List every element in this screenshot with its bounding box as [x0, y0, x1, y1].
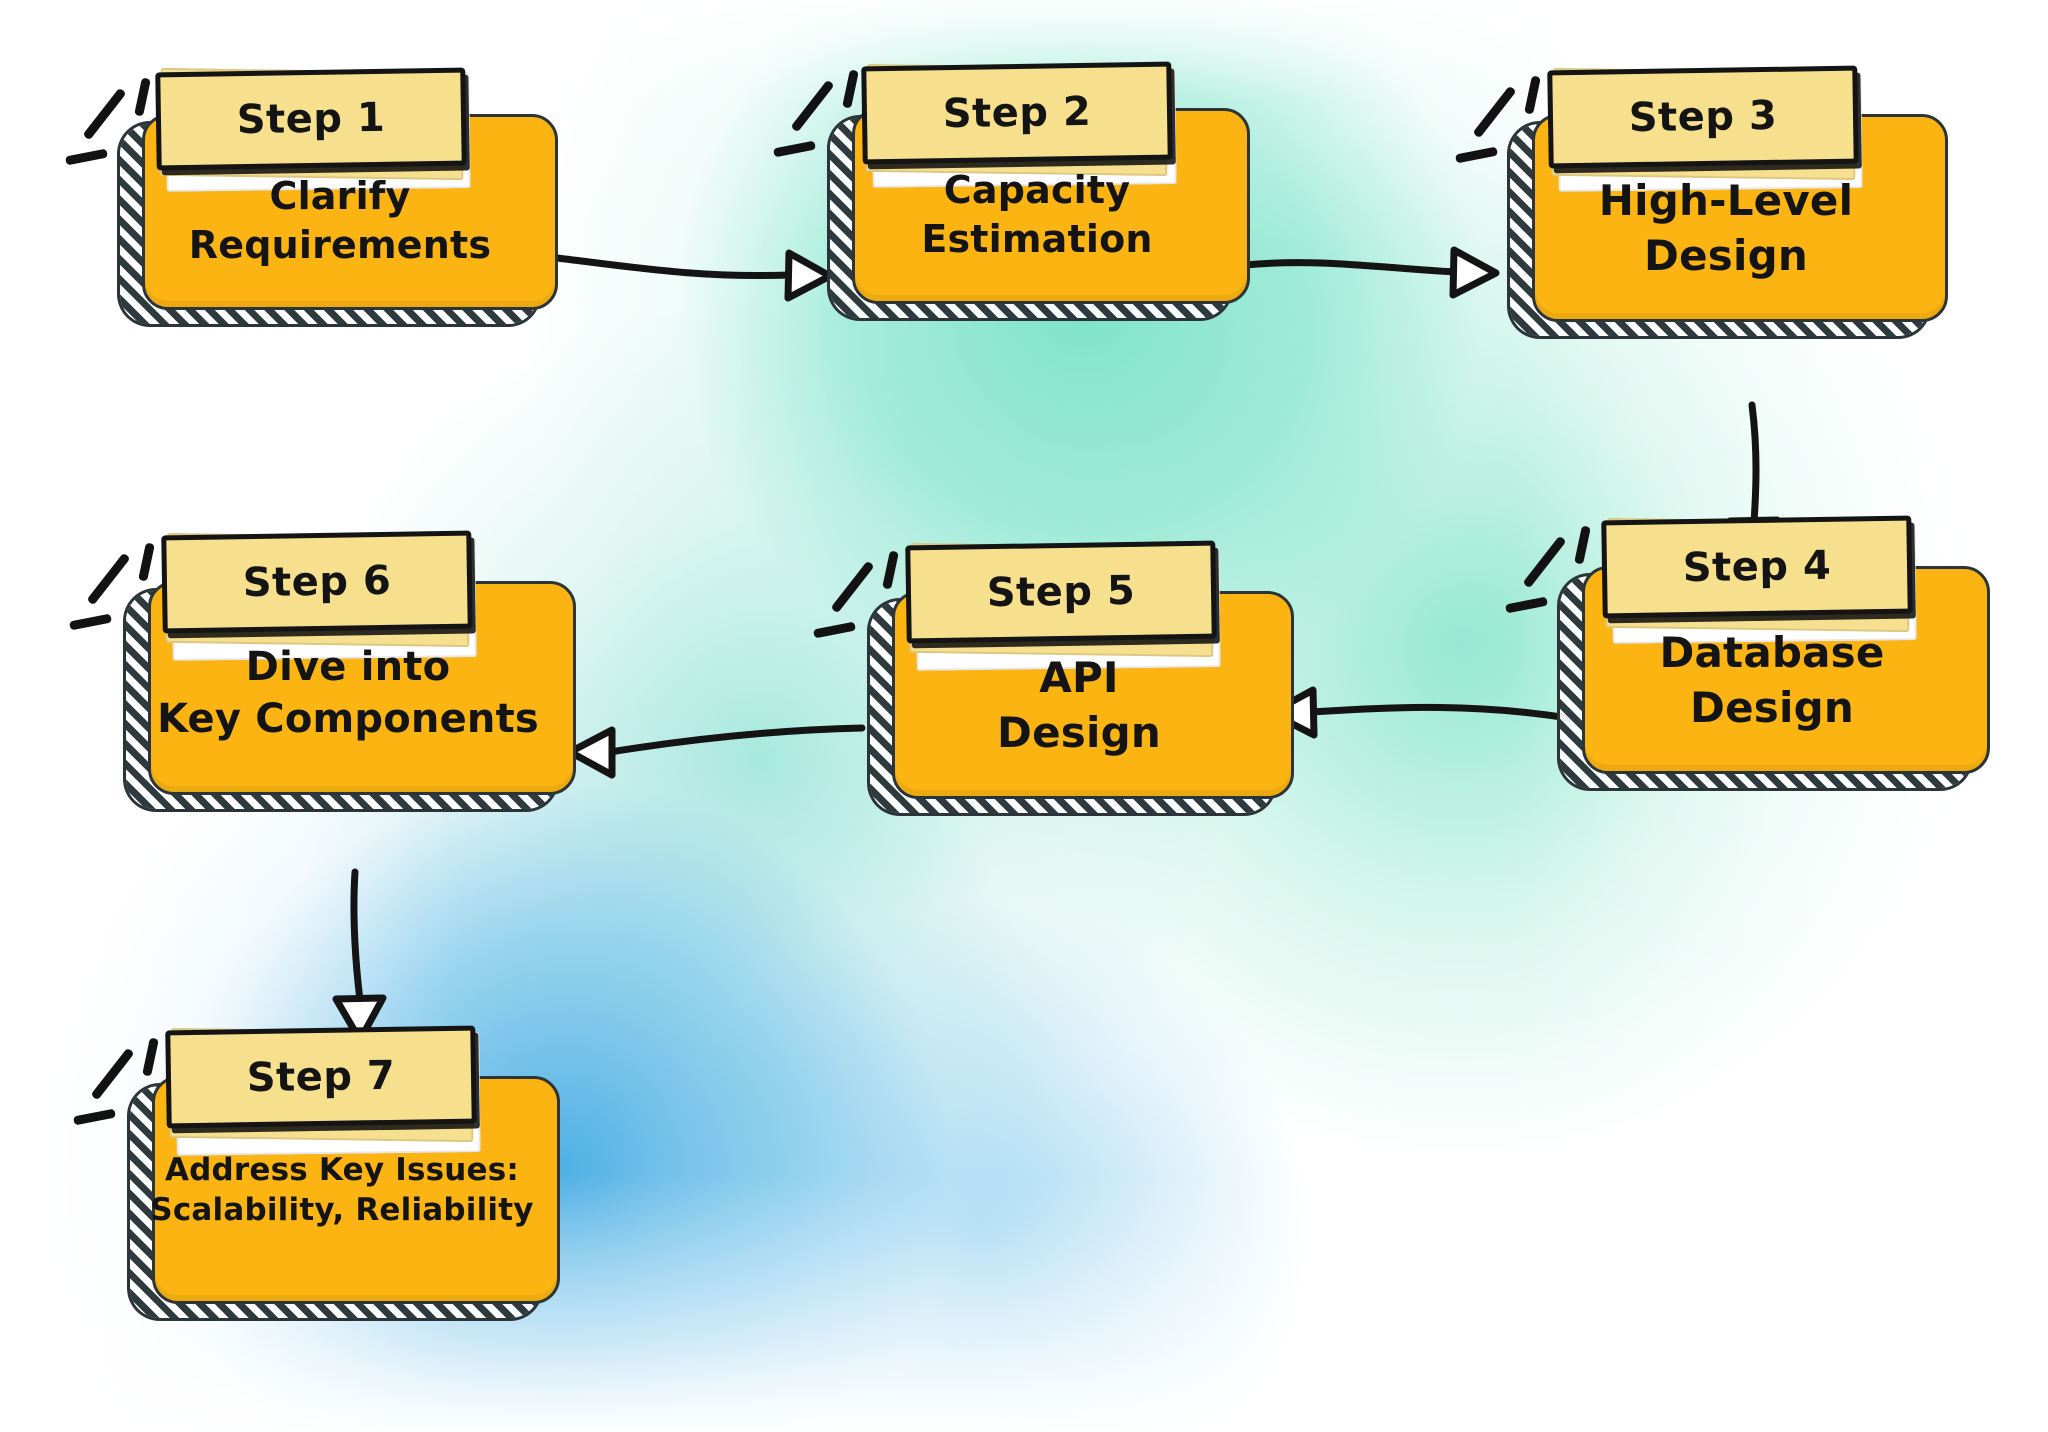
node-step3-body-text: High-Level Design [1598, 176, 1854, 280]
node-step2-label-tab[interactable]: Step 2 [861, 61, 1173, 165]
node-step3-label-text: Step 3 [1628, 92, 1778, 142]
node-step6-label-text: Step 6 [242, 557, 392, 607]
node-step2[interactable]: Step 2 Capacity Estimation [773, 61, 1270, 322]
node-step5-body-text: API Design [997, 653, 1161, 757]
node-step2-body-text: Capacity Estimation [921, 168, 1153, 262]
node-step5-label-tab[interactable]: Step 5 [905, 540, 1217, 644]
arrow-step1-to-step2 [553, 249, 834, 302]
node-step1[interactable]: Step 1 Clarify Requirements [65, 67, 560, 328]
node-step7-label-tab[interactable]: Step 7 [165, 1025, 477, 1129]
node-step6-body-text: Dive into Key Components [157, 644, 539, 742]
node-step3[interactable]: Step 3 High-Level Design [1455, 65, 1950, 336]
node-step7-label-text: Step 7 [246, 1052, 396, 1102]
node-step7-body-text: Address Key Issues: Scalability, Reliabi… [150, 1152, 534, 1229]
arrow-step5-to-step6 [566, 724, 866, 779]
node-step6[interactable]: Step 6 Dive into Key Components [69, 530, 576, 809]
node-step5-label-text: Step 5 [986, 567, 1136, 617]
node-step1-label-text: Step 1 [236, 94, 386, 144]
node-step6-label-tab[interactable]: Step 6 [161, 530, 473, 634]
node-step4[interactable]: Step 4 Database Design [1505, 515, 2000, 788]
node-step2-label-text: Step 2 [942, 88, 1092, 138]
node-step3-label-tab[interactable]: Step 3 [1547, 65, 1859, 169]
node-step4-label-text: Step 4 [1682, 542, 1832, 592]
arrow-step2-to-step3 [1241, 246, 1500, 299]
arrow-step4-to-step5 [1267, 686, 1572, 739]
node-step4-label-tab[interactable]: Step 4 [1601, 515, 1913, 619]
node-step1-body-text: Clarify Requirements [188, 174, 492, 268]
node-step1-label-tab[interactable]: Step 1 [155, 67, 467, 171]
node-step5[interactable]: Step 5 API Design [813, 540, 1310, 813]
node-step7[interactable]: Step 7 Address Key Issues: Scalability, … [73, 1025, 570, 1318]
arrow-step6-to-step7 [332, 868, 387, 1044]
node-step4-body-text: Database Design [1659, 628, 1885, 732]
